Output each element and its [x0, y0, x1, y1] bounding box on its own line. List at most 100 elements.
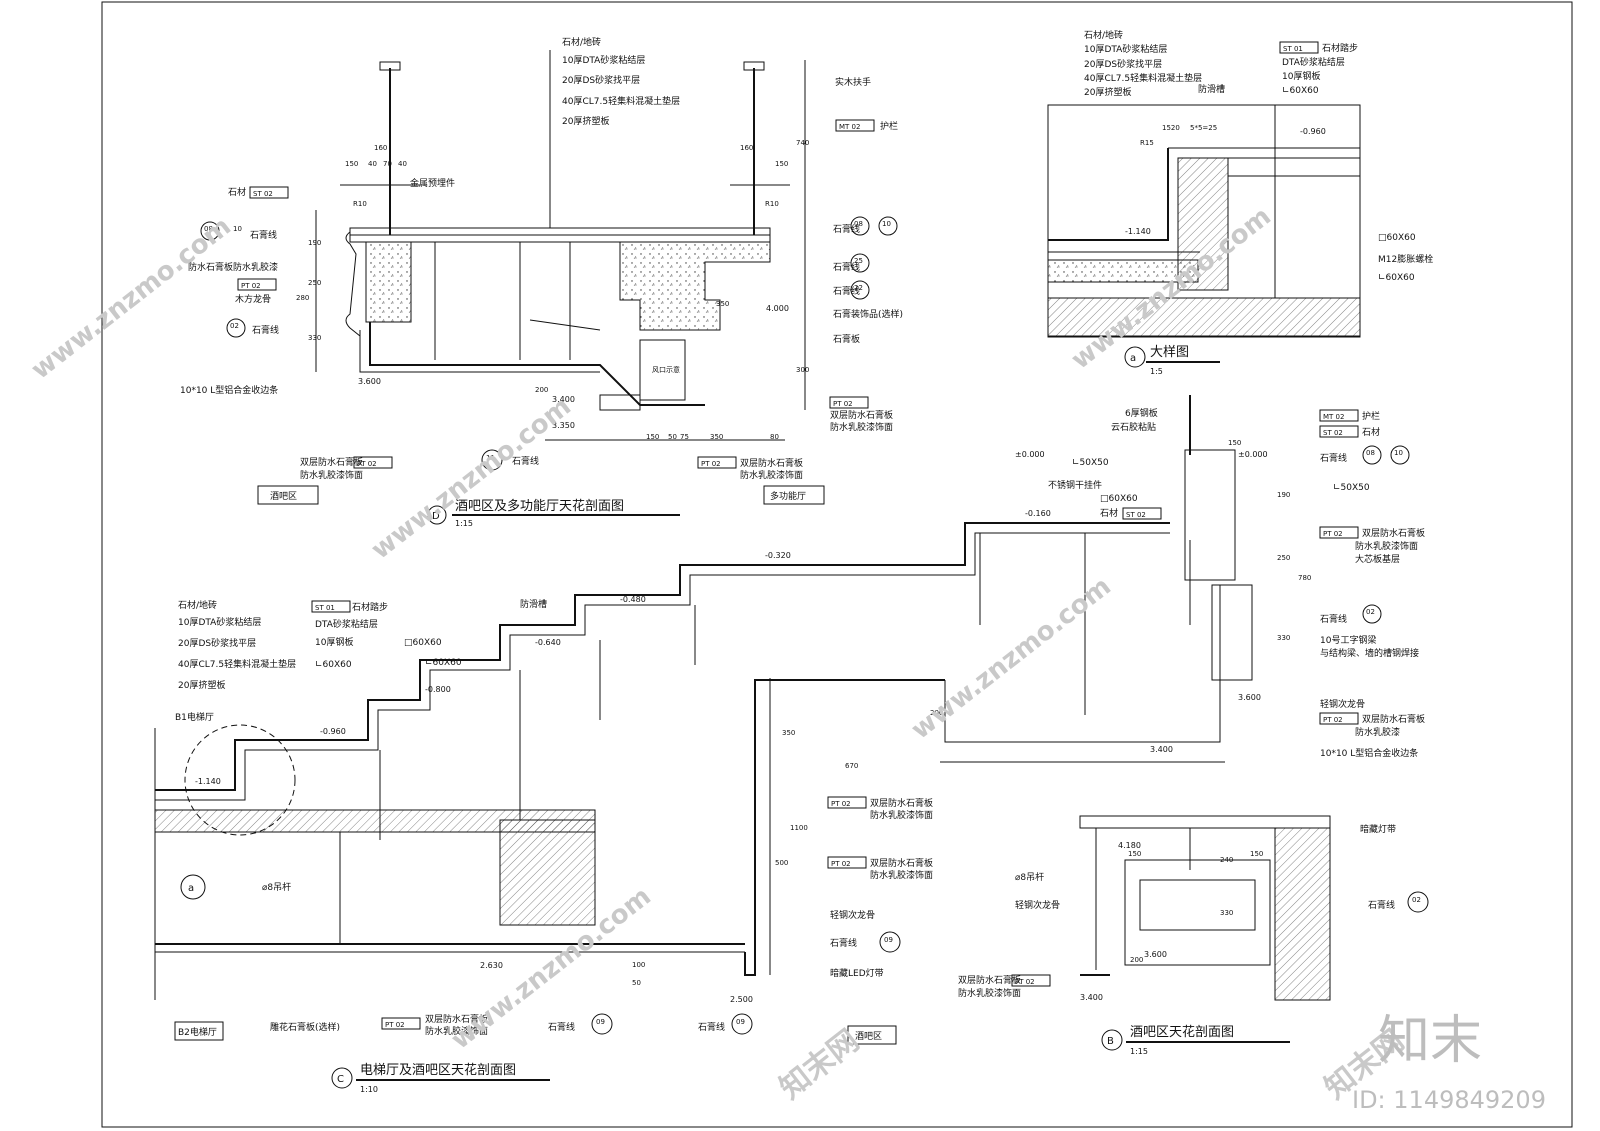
- d-pt02-tag-2: PT 02: [833, 400, 853, 408]
- a-angle60-top: ∟60X60: [1282, 86, 1319, 96]
- c-ref-10: 10: [1394, 449, 1403, 457]
- d-pt02-tag-3: PT 02: [357, 460, 377, 468]
- c-dim-100: 100: [632, 961, 645, 969]
- d-dim-330: 330: [308, 334, 321, 342]
- d-dim-75-a: 75: [680, 433, 689, 441]
- d-mt02-tag: MT 02: [839, 123, 860, 131]
- c-stone-step: 石材踏步: [352, 601, 388, 613]
- a-detail-scale: 1:5: [1150, 367, 1163, 376]
- d-right-beam: [619, 241, 771, 331]
- d-dim-350-a: 350: [716, 300, 729, 308]
- d-ref-08-left: 08: [204, 225, 213, 233]
- c-gypsum-line-1: 石膏线: [1320, 452, 1347, 464]
- d-zone-right: 多功能厅: [770, 490, 806, 502]
- d-level-3600: 3.600: [358, 377, 381, 386]
- d-ref-22: 22: [854, 284, 863, 292]
- c-layer-ds: 20厚DS砂浆找平层: [178, 637, 256, 649]
- a-stone-step: 石材踏步: [1322, 42, 1358, 54]
- c-level-z0000-a: ±0.000: [1015, 450, 1045, 459]
- c-level-n0480: -0.480: [620, 595, 646, 604]
- d-dim-280: 280: [296, 294, 309, 302]
- d-dim-250: 250: [308, 279, 321, 287]
- c-zone-left: B2电梯厅: [178, 1026, 217, 1038]
- c-st02-tag: ST 02: [1323, 429, 1343, 437]
- c-dim-50: 50: [632, 979, 641, 987]
- c-light-keel: 轻钢次龙骨: [1320, 698, 1365, 710]
- a-dta: DTA砂浆粘结层: [1282, 56, 1345, 68]
- d-zone-left: 酒吧区: [270, 491, 297, 502]
- c-gypsum-line-5: 石膏线: [698, 1021, 725, 1033]
- d-gypsum-line-6: 石膏线: [512, 455, 539, 467]
- c-antislip: 防滑槽: [520, 598, 547, 610]
- c-zone-right: 酒吧区: [855, 1031, 882, 1042]
- c-stone-b: 石材: [1100, 507, 1118, 519]
- d-pt02-tag-4: PT 02: [701, 460, 721, 468]
- a-st01-tag: ST 01: [1283, 45, 1303, 53]
- a-layer-stone: 石材/地砖: [1084, 29, 1123, 41]
- c-angle50-b: ∟50X50: [1333, 483, 1370, 493]
- c-layer-mortar: 10厚DTA砂浆粘结层: [178, 616, 261, 628]
- d-section-title: 酒吧区及多功能厅天花剖面图: [455, 498, 624, 514]
- c-dim-150: 150: [1228, 439, 1241, 447]
- d-gypsum-line-2: 石膏线: [252, 324, 279, 336]
- d-double-board-1: 双层防水石膏板: [830, 409, 893, 421]
- c-mt02-tag: MT 02: [1323, 413, 1344, 421]
- c-level-p2500: 2.500: [730, 995, 753, 1004]
- c-gypsum-line-3: 石膏线: [830, 937, 857, 949]
- c-level-z0000-b: ±0.000: [1238, 450, 1268, 459]
- c-sq60: □60X60: [404, 638, 442, 648]
- b-ref-02: 02: [1412, 896, 1421, 904]
- b-dim-150-a: 150: [1128, 850, 1141, 858]
- c-ref-09-c: 09: [736, 1018, 745, 1026]
- c-dim-350: 350: [782, 729, 795, 737]
- b-level-3600: 3.600: [1144, 950, 1167, 959]
- d-ref-10-left: 10: [233, 225, 242, 233]
- a-steel10: 10厚钢板: [1282, 70, 1320, 82]
- section-c: 石材/地砖 10厚DTA砂浆粘结层 20厚DS砂浆找平层 40厚CL7.5轻集料…: [154, 395, 1425, 1094]
- watermark-site-2: www.znzmo.com: [366, 392, 577, 566]
- sheet-border: [101, 1, 1573, 1128]
- b-pt02-tag: PT 02: [1015, 978, 1035, 986]
- a-dim-1520: 1520: [1162, 124, 1180, 132]
- c-al-edge: 10*10 L型铝合金收边条: [1320, 747, 1418, 759]
- a-dim-5x5: 5*5=25: [1190, 124, 1217, 132]
- c-section-scale: 1:10: [360, 1085, 378, 1094]
- d-light-slot-label: 风口示意: [652, 365, 680, 374]
- b-section-title: 酒吧区天花剖面图: [1130, 1024, 1234, 1040]
- c-dim-200: 200: [930, 709, 943, 717]
- watermark-brand-1: 知末网: [773, 1023, 865, 1106]
- c-pt02-tag-4: PT 02: [831, 860, 851, 868]
- c-ss-hanger: 不锈钢干挂件: [1048, 479, 1102, 491]
- d-level-4000: 4.000: [766, 304, 789, 313]
- d-dim-200: 200: [535, 386, 548, 394]
- c-zone-b1: B1电梯厅: [175, 711, 214, 723]
- d-stone-label: 石材: [228, 186, 246, 198]
- c-double-board-5: 双层防水石膏板: [425, 1013, 488, 1025]
- a-layer-xps: 20厚挤塑板: [1084, 86, 1131, 98]
- d-latex-2: 防水乳胶漆饰面: [300, 469, 363, 481]
- c-pt02-tag-5: PT 02: [385, 1021, 405, 1029]
- d-section-scale: 1:15: [455, 519, 473, 528]
- c-pt02-tag-1: PT 02: [1323, 530, 1343, 538]
- d-dim-r10-a: R10: [353, 200, 367, 208]
- detail-a: 石材/地砖 10厚DTA砂浆粘结层 20厚DS砂浆找平层 40厚CL7.5轻集料…: [1047, 29, 1433, 376]
- d-dim-50-a: 50: [668, 433, 677, 441]
- d-pt02-tag-1: PT 02: [241, 282, 261, 290]
- c-st02-tag-b: ST 02: [1126, 511, 1146, 519]
- c-railing: 护栏: [1362, 410, 1380, 422]
- c-rod8: ⌀8吊杆: [262, 881, 291, 893]
- d-layer-xps: 20厚挤塑板: [562, 115, 609, 127]
- watermark-site-1: www.znzmo.com: [26, 212, 237, 386]
- d-dim-150-c: 150: [646, 433, 659, 441]
- b-gypsum-line: 石膏线: [1368, 899, 1395, 911]
- c-level-p2630: 2.630: [480, 961, 503, 970]
- watermark-logo: 知末: [1378, 1011, 1482, 1071]
- d-gypsum-line-1: 石膏线: [250, 229, 277, 241]
- c-glue: 云石胶粘贴: [1111, 421, 1156, 433]
- d-decor: 石膏装饰品(选样): [833, 308, 903, 320]
- c-level-n0160: -0.160: [1025, 509, 1051, 518]
- d-dim-150-b: 150: [775, 160, 788, 168]
- section-d: 风口示意 石材/地砖 10厚DTA砂浆粘结层 20厚DS砂浆找平层 40厚CL7…: [180, 36, 903, 528]
- a-dim-r15: R15: [1140, 139, 1154, 147]
- c-angle60-b: ∟60X60: [425, 658, 462, 668]
